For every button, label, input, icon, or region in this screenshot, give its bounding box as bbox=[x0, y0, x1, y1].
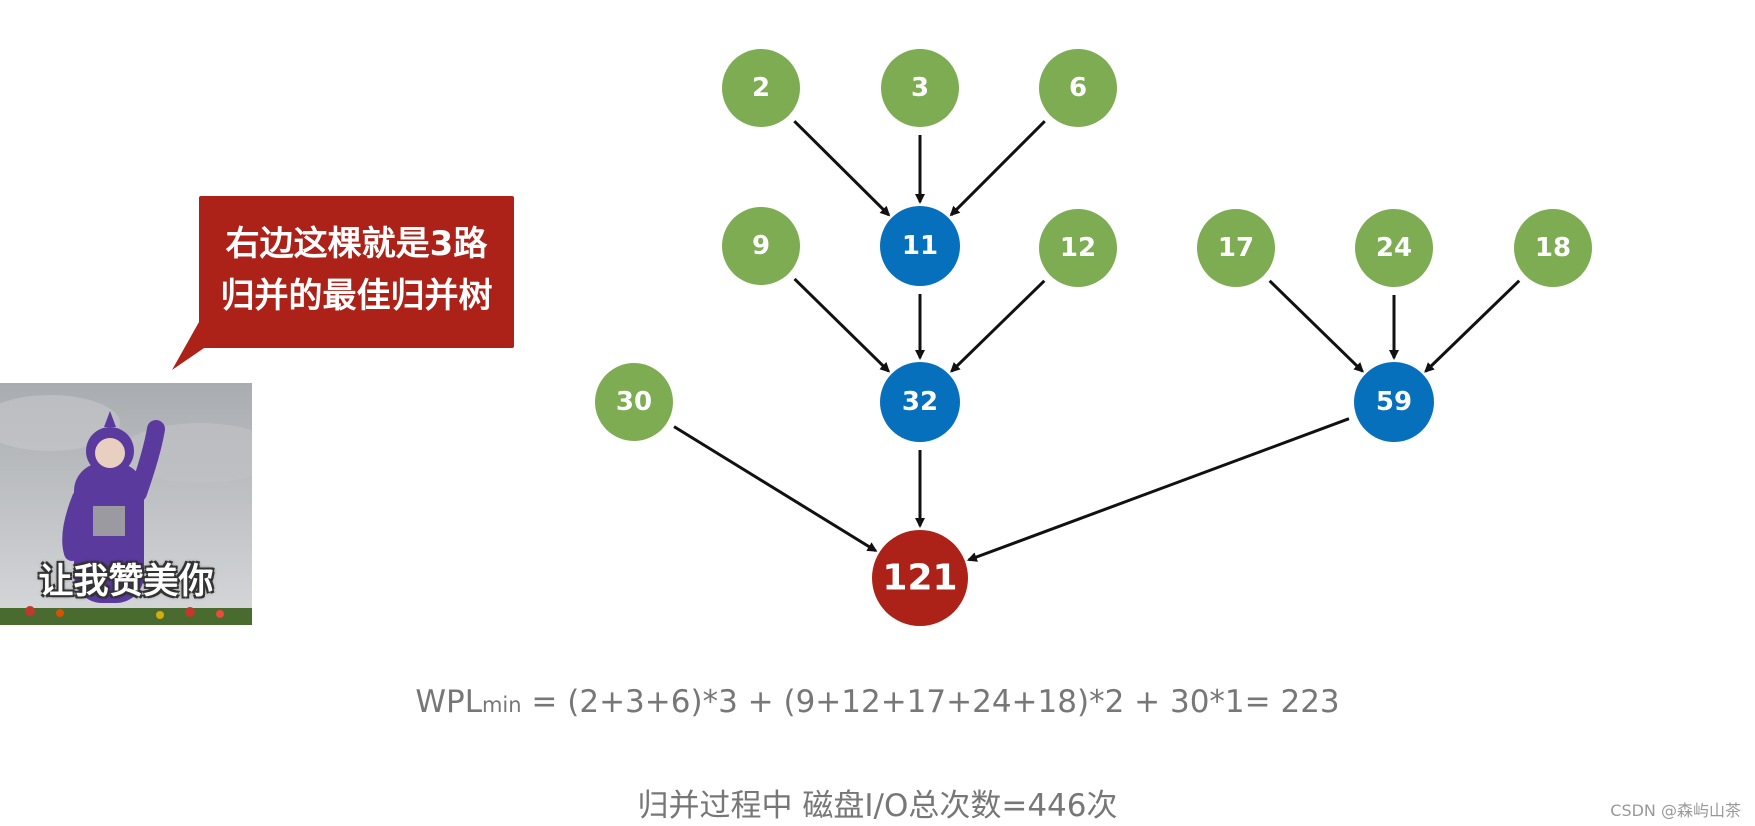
tree-node-label-30: 30 bbox=[616, 387, 652, 417]
tree-node-label-2: 2 bbox=[752, 73, 770, 103]
tree-node-circle-32 bbox=[880, 362, 960, 442]
purple-character-figure bbox=[62, 411, 165, 603]
tree-node-circle-59 bbox=[1354, 362, 1434, 442]
edge-n2-to-n11 bbox=[793, 120, 891, 217]
tree-node-18: 18 bbox=[1514, 209, 1592, 287]
tree-node-label-24: 24 bbox=[1376, 233, 1412, 263]
tree-node-circle-11 bbox=[880, 206, 960, 286]
tree-node-24: 24 bbox=[1355, 209, 1433, 287]
tree-node-label-59: 59 bbox=[1376, 387, 1412, 417]
tree-node-label-11: 11 bbox=[902, 231, 938, 261]
edge-n6-to-n11 bbox=[949, 120, 1046, 217]
tree-node-label-121: 121 bbox=[882, 558, 957, 599]
tree-node-59: 59 bbox=[1354, 362, 1434, 442]
speech-bubble-text: 右边这棵就是3路 归并的最佳归并树 bbox=[199, 218, 514, 322]
tree-node-121: 121 bbox=[872, 530, 968, 626]
wpl-body: = (2+3+6)*3 + (9+12+17+24+18)*2 + 30*1= … bbox=[521, 684, 1340, 720]
tree-node-circle-6 bbox=[1039, 49, 1117, 127]
tree-node-label-32: 32 bbox=[902, 387, 938, 417]
tree-node-12: 12 bbox=[1039, 209, 1117, 287]
speech-bubble-line-1: 右边这棵就是3路 bbox=[225, 224, 488, 264]
edge-n30-to-n121 bbox=[673, 425, 878, 553]
csdn-credit: CSDN @森屿山茶 bbox=[1610, 801, 1741, 820]
tree-node-label-18: 18 bbox=[1535, 233, 1571, 263]
tree-node-11: 11 bbox=[880, 206, 960, 286]
tree-node-circle-2 bbox=[722, 49, 800, 127]
disk-io-summary: 归并过程中 磁盘I/O总次数=446次 bbox=[637, 788, 1118, 824]
wpl-prefix: WPL bbox=[415, 684, 482, 720]
tree-node-32: 32 bbox=[880, 362, 960, 442]
tree-node-circle-12 bbox=[1039, 209, 1117, 287]
meme-photo-illustration bbox=[0, 383, 252, 625]
meme-caption: 让我赞美你 bbox=[38, 562, 214, 602]
tree-node-label-17: 17 bbox=[1218, 233, 1254, 263]
tree-node-circle-3 bbox=[881, 49, 959, 127]
wpl-formula: WPLmin = (2+3+6)*3 + (9+12+17+24+18)*2 +… bbox=[0, 684, 1755, 730]
tree-node-circle-24 bbox=[1355, 209, 1433, 287]
tree-node-30: 30 bbox=[595, 363, 673, 441]
tree-node-label-9: 9 bbox=[752, 231, 770, 261]
meme-photo: 让我赞美你 bbox=[0, 383, 252, 625]
tree-node-17: 17 bbox=[1197, 209, 1275, 287]
tree-node-circle-17 bbox=[1197, 209, 1275, 287]
speech-bubble bbox=[199, 196, 514, 348]
tree-node-label-6: 6 bbox=[1069, 73, 1087, 103]
tree-node-label-12: 12 bbox=[1060, 233, 1096, 263]
tree-node-circle-9 bbox=[722, 207, 800, 285]
tree-node-9: 9 bbox=[722, 207, 800, 285]
tree-node-circle-121 bbox=[872, 530, 968, 626]
tree-node-label-3: 3 bbox=[911, 73, 929, 103]
edge-n59-to-n121 bbox=[966, 417, 1350, 562]
tree-node-circle-18 bbox=[1514, 209, 1592, 287]
tree-node-circle-30 bbox=[595, 363, 673, 441]
edge-n18-to-n59 bbox=[1424, 279, 1521, 373]
edge-n17-to-n59 bbox=[1268, 279, 1364, 373]
wpl-subscript: min bbox=[481, 693, 522, 717]
tree-node-2: 2 bbox=[722, 49, 800, 127]
edge-n9-to-n32 bbox=[793, 277, 891, 373]
tree-node-6: 6 bbox=[1039, 49, 1117, 127]
edge-n12-to-n32 bbox=[950, 279, 1046, 373]
speech-bubble-line-2: 归并的最佳归并树 bbox=[220, 276, 493, 316]
merge-tree-diagram: 2 3 6 9 11 12 17 24 18 30 32 59 121 bbox=[595, 49, 1592, 626]
tree-node-3: 3 bbox=[881, 49, 959, 127]
